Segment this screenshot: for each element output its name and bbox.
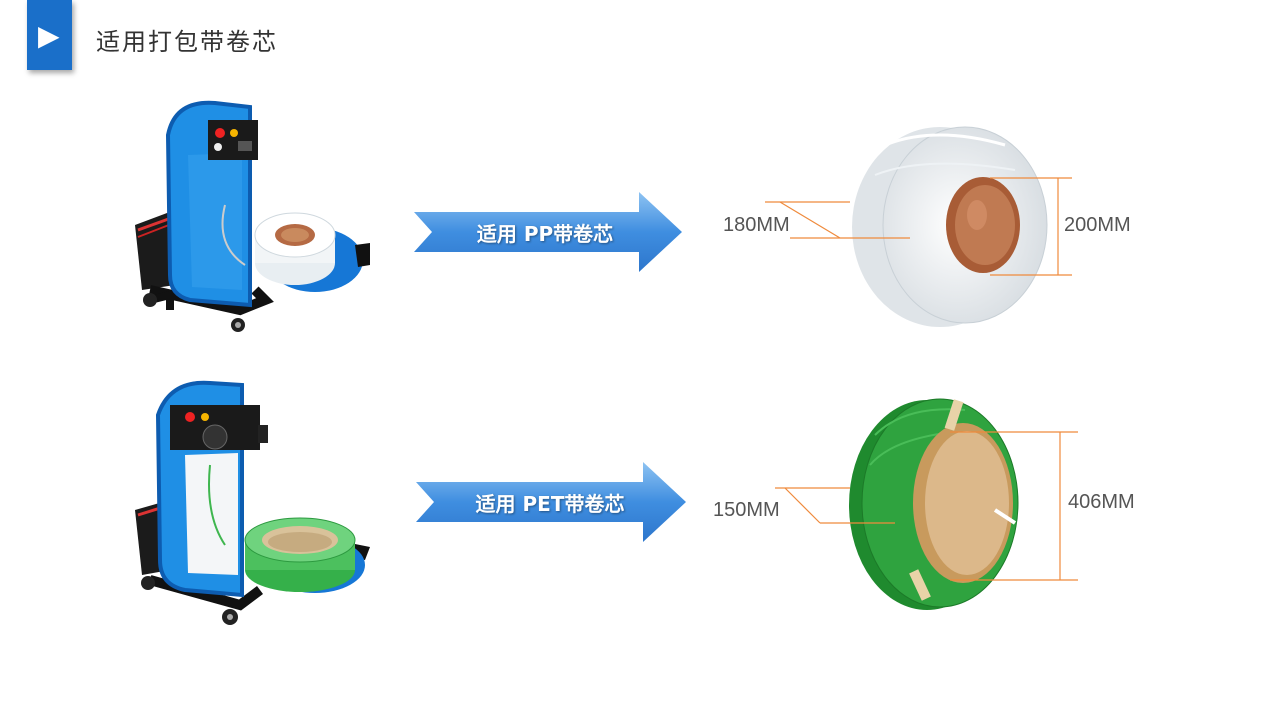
pet-coil-dispenser-machine — [135, 380, 370, 625]
dim-width-pp: 180MM — [723, 214, 790, 236]
dim-height-pet: 406MM — [1068, 491, 1135, 513]
dim-height-pp: 200MM — [1064, 214, 1131, 236]
arrow-label-pet: 适用 PET带卷芯 — [475, 492, 625, 516]
white-pp-strap-coil — [852, 126, 1048, 327]
right-arrow-icon — [414, 192, 682, 272]
green-pet-strap-coil — [849, 398, 1019, 610]
pp-dimension-lines — [765, 177, 1072, 276]
play-icon: ▶ — [38, 19, 60, 52]
header-badge: ▶ — [27, 0, 72, 70]
right-arrow-icon — [416, 462, 686, 542]
pp-coil-dispenser-machine — [135, 100, 370, 332]
pet-dimension-lines — [775, 431, 1078, 581]
dim-width-pet: 150MM — [713, 499, 780, 521]
arrow-label-pp: 适用 PP带卷芯 — [476, 222, 614, 246]
page-title: 适用打包带卷芯 — [96, 28, 278, 56]
